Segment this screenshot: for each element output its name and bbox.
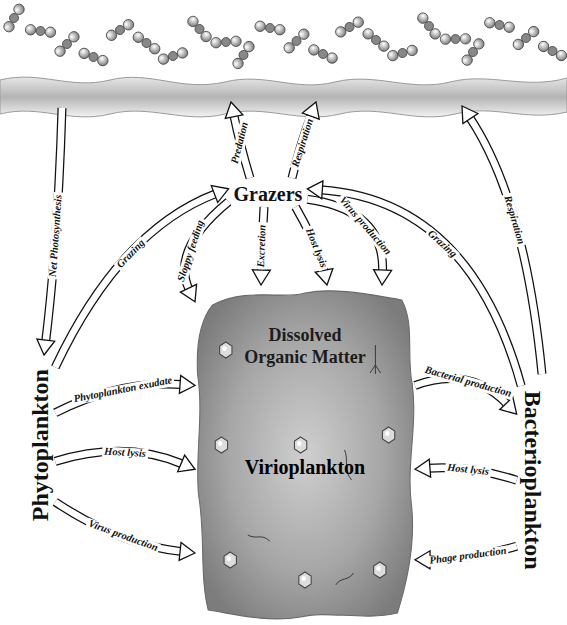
phytoplankton-node: Phytoplankton (25, 364, 55, 526)
edge-label: Virus production (84, 518, 160, 554)
bacterioplankton-node: Bacterioplankton (517, 386, 547, 575)
node-subtitle: Virioplankton (195, 456, 415, 479)
node-title: Dissolved Organic Matter (240, 325, 370, 368)
edge-label: Grazing (424, 227, 460, 261)
edge-label: Host lysis (302, 225, 329, 271)
flow-arrow (252, 207, 270, 285)
node-title: Bacterioplankton (519, 391, 545, 570)
edge-label: Phytoplankton exudate (70, 374, 174, 404)
flow-arrow (55, 502, 195, 560)
flow-arrow (415, 459, 517, 480)
edge-label: Host lysis (445, 462, 492, 477)
grazers-label-node: Grazers (229, 181, 308, 207)
predation-arrow (225, 102, 250, 178)
node-title: Phytoplankton (27, 369, 53, 521)
edge-label: Sloppy feeding (175, 217, 207, 285)
flow-label: Respiration (501, 193, 527, 248)
dom-blob-node: Dissolved Organic MatterVirioplankton (195, 285, 415, 620)
flow-arrow (55, 375, 195, 412)
edge-label: Grazing (114, 236, 149, 271)
flow-label: Respiration (289, 115, 315, 170)
edge-label: Bacterial production (421, 365, 514, 400)
edge-label: Host lysis (102, 446, 148, 459)
flow-arrow (415, 546, 517, 569)
dom-blob-outline (197, 291, 414, 619)
edge-label: Excretion (256, 222, 268, 269)
sea-surface-band (0, 77, 567, 117)
flow-label: Net Photosynthesis (47, 192, 64, 279)
flow-arrow (55, 186, 228, 368)
edge-label: Virus production (336, 193, 395, 258)
edge-label: Phage production (427, 546, 509, 567)
co2-molecules (2, 2, 567, 70)
flow-label: Predation (230, 119, 251, 167)
node-title: Grazers (234, 183, 303, 205)
flow-arrow (296, 207, 333, 285)
